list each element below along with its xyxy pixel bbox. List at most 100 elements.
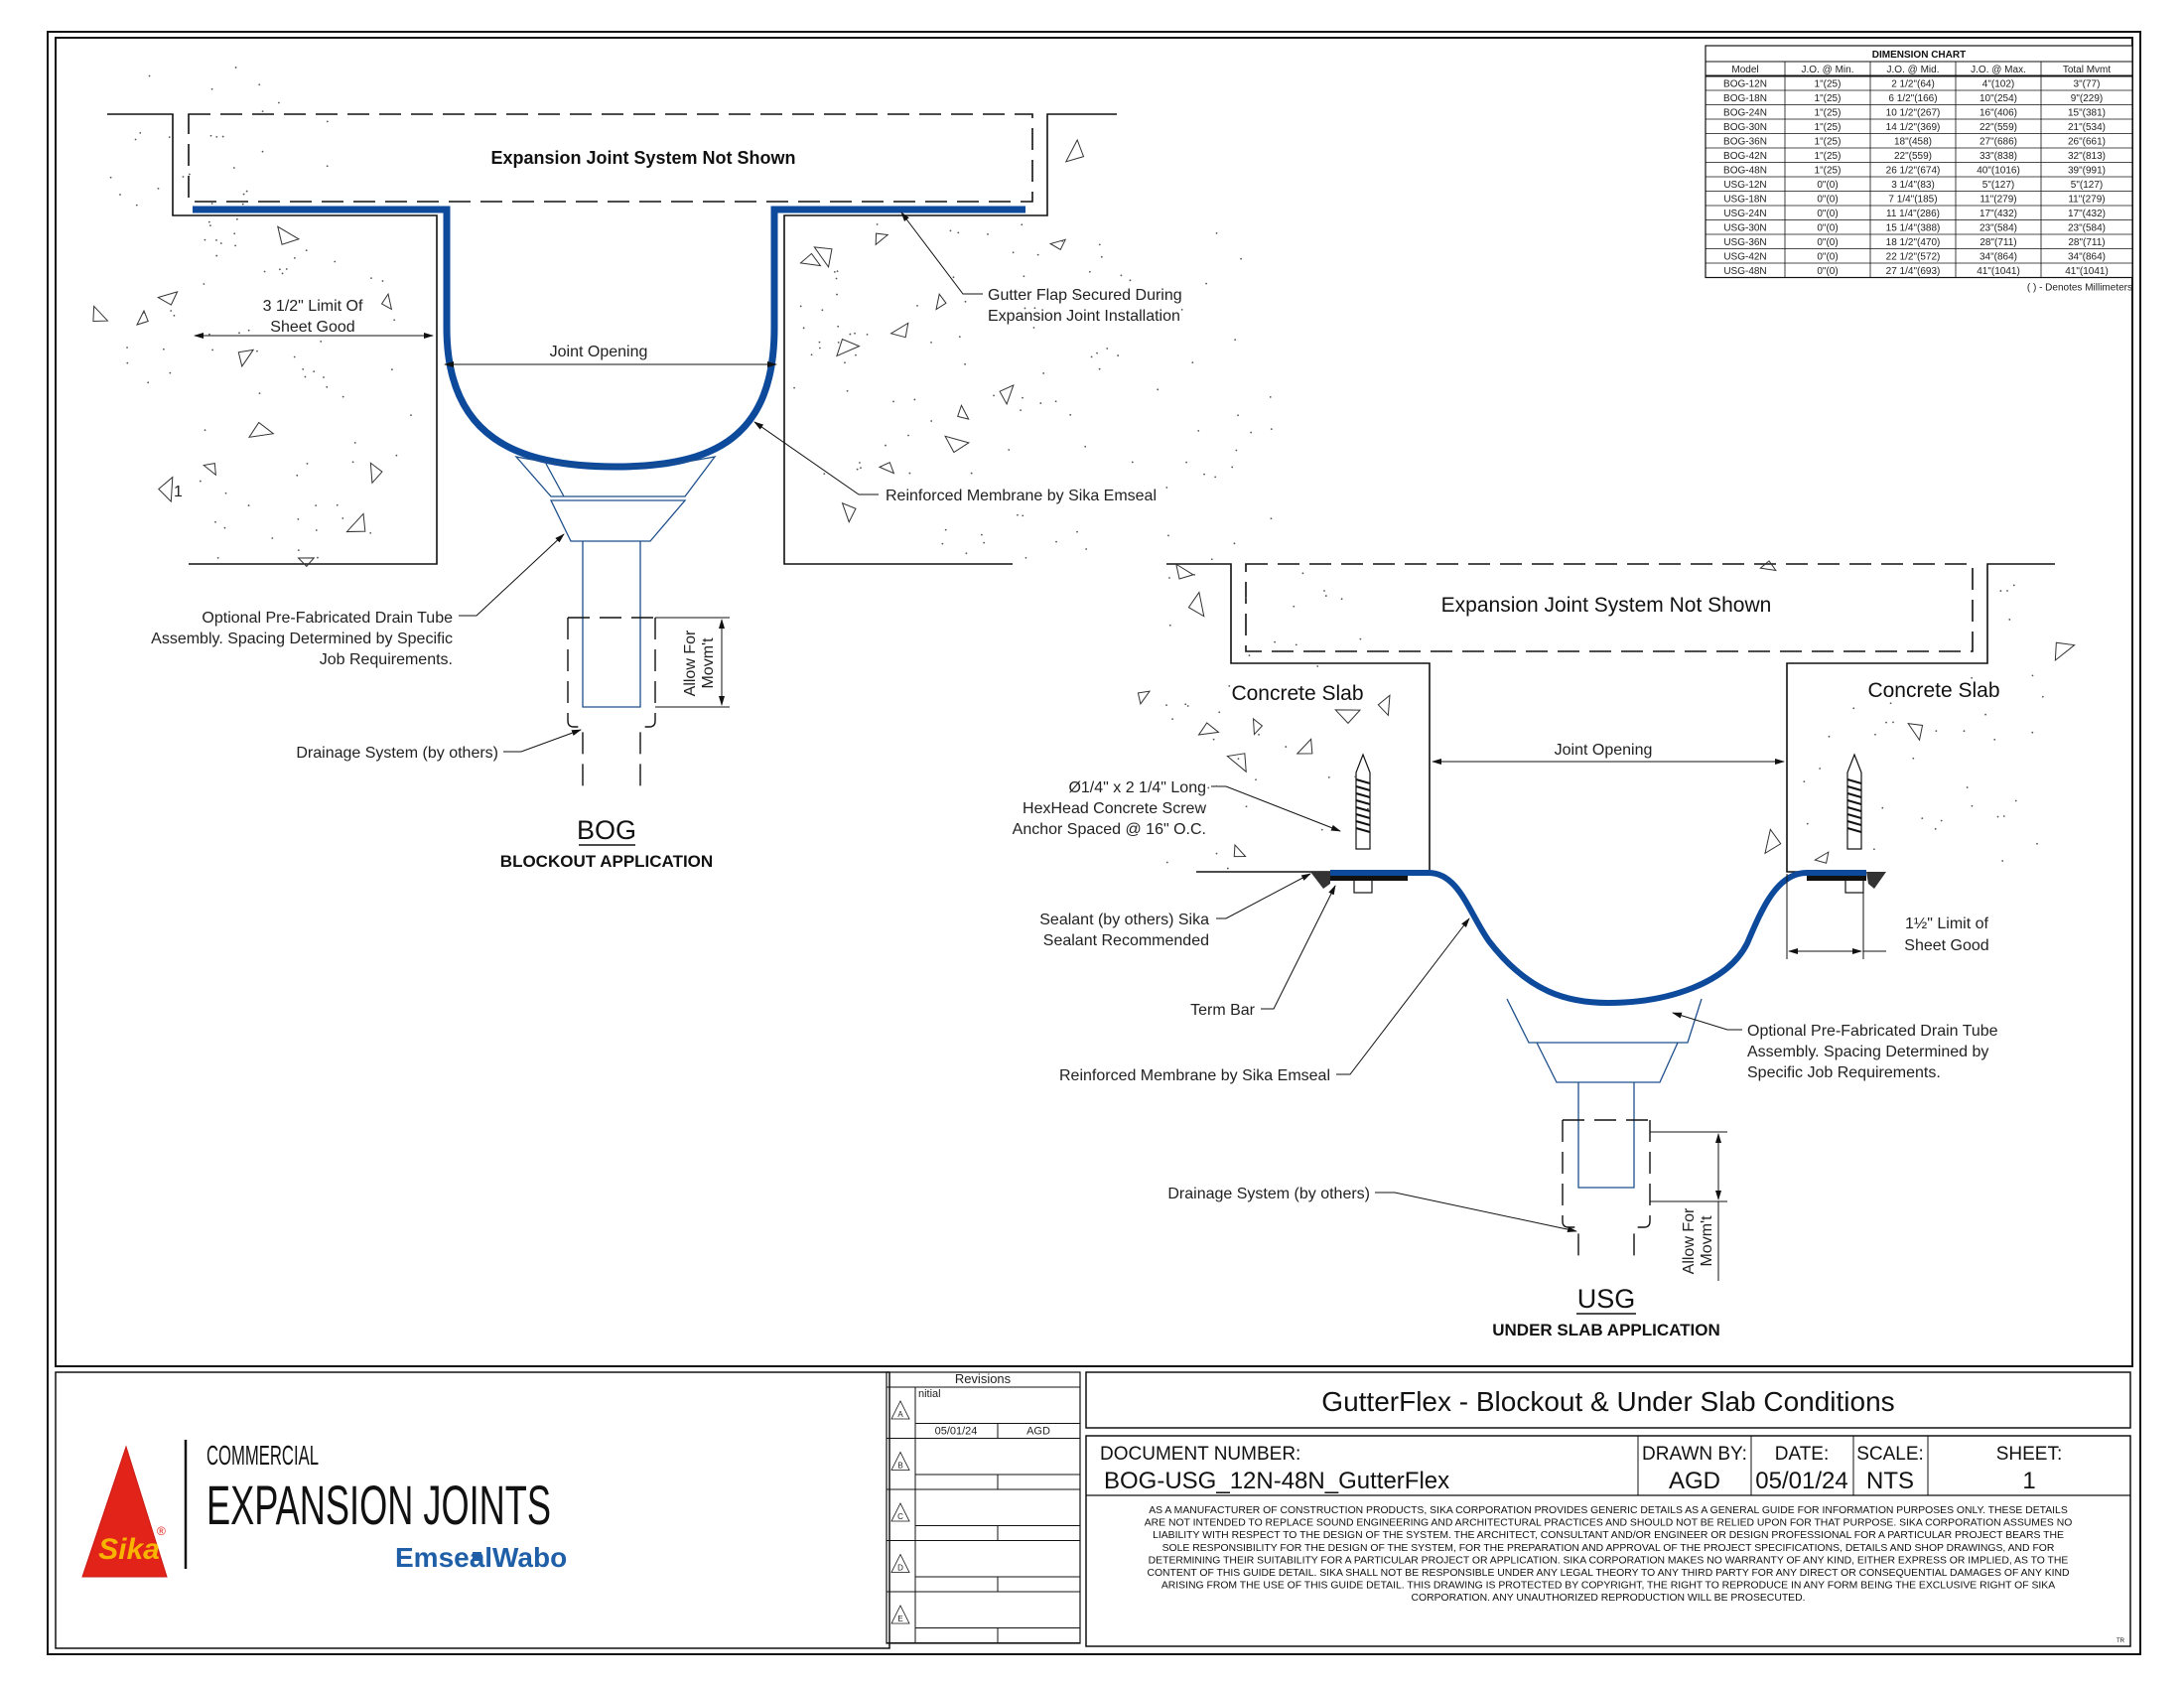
usg-sealant-left [1310,872,1330,889]
dimension-chart-cell: 1"(25) [1815,122,1842,133]
dimension-chart-cell: 18 1/2"(470) [1886,237,1941,248]
dimension-chart-cell: 15"(381) [2068,108,2106,119]
dimension-chart-cell: 1"(25) [1815,166,1842,177]
dimension-chart-cell: USG-36N [1723,237,1766,248]
dimension-chart-footnote: ( ) - Denotes Millimeters [2027,283,2132,294]
dimension-chart-cell: 22"(559) [1979,122,2017,133]
dimension-chart-header: Total Mvmt [2063,65,2112,75]
dimension-chart-cell: BOG-12N [1723,79,1767,90]
dimension-chart-header: Model [1731,65,1758,75]
dimension-chart-cell: 17"(432) [1979,209,2017,219]
usg-joint-opening-label: Joint Opening [1555,742,1653,759]
dimension-chart-cell: 16"(406) [1979,108,2017,119]
dimension-chart-cell: 11"(279) [2068,195,2105,206]
outer-border [47,31,2141,1655]
usg-drain-tube-label-2: Assembly. Spacing Determined by [1747,1044,1988,1060]
disclaimer-text: AS A MANUFACTURER OF CONSTRUCTION PRODUC… [1145,1505,2073,1604]
dimension-chart-cell: 14 1/2"(369) [1886,122,1941,133]
revision-date: 05/01/24 [935,1426,978,1438]
bog-drain-tube-label-1: Optional Pre-Fabricated Drain Tube [202,610,453,627]
bog-membrane-label: Reinforced Membrane by Sika Emseal [886,488,1157,504]
disclaimer-line: AS A MANUFACTURER OF CONSTRUCTION PRODUC… [1149,1505,2068,1516]
usg-limit-label-2: Sheet Good [1904,937,1988,954]
title-block: Sika ® COMMERCIAL EXPANSION JOINTS Emsea… [55,1371,890,1649]
brand-line1: COMMERCIAL [206,1440,319,1471]
dimension-chart-cell: BOG-24N [1723,108,1767,119]
usg-drainage-label: Drainage System (by others) [1167,1186,1370,1202]
revisions-title: Revisions [955,1371,1012,1386]
dimension-chart-cell: 0"(0) [1817,180,1838,191]
usg-slab-left-label: Concrete Slab [1231,682,1363,705]
dimension-chart-cell: USG-42N [1723,252,1766,263]
disclaimer-line: SOLE RESPONSIBILITY FOR THE DESIGN OF TH… [1162,1543,2055,1554]
usg-membrane [1330,870,1866,1007]
drawn-by-value: AGD [1669,1468,1720,1494]
revision-mark: A [897,1410,903,1419]
usg-sealant-leader [1216,873,1311,919]
logo-panel [55,1371,890,1649]
dimension-chart-cell: 1"(25) [1815,137,1842,148]
dimension-chart-cell: USG-12N [1723,180,1766,191]
disclaimer-line: LIABILITY WITH RESPECT TO THE DESIGN OF … [1153,1530,2064,1541]
dimension-chart-cell: 10 1/2"(267) [1886,108,1941,119]
dimension-chart-header: J.O. @ Min. [1802,65,1854,75]
inner-border [55,37,2133,1367]
dimension-chart-cell: 40"(1016) [1977,166,2020,177]
bog-detail: Expansion Joint System Not Shown Allow F… [107,113,1182,871]
dimension-chart-cell: BOG-48N [1723,166,1767,177]
bog-stray-mark: 1 [174,484,183,500]
usg-sealant-label-1: Sealant (by others) Sika [1039,912,1209,928]
dimension-chart-cell: 1"(25) [1815,151,1842,162]
usg-allow-label-2: Movm't [1699,1215,1715,1267]
usg-limit-label-1: 1½" Limit of [1905,915,1988,932]
usg-subtitle: UNDER SLAB APPLICATION [1492,1321,1720,1339]
bog-drainage-sleeve [567,617,656,794]
dimension-chart-cell: 0"(0) [1817,209,1838,219]
bog-drain-tube-leader [459,533,565,617]
usg-membrane-leader [1336,917,1470,1075]
dimension-chart-cell: 33"(838) [1979,151,2017,162]
dimension-chart-cell: 28"(711) [1979,237,2016,248]
dimension-chart-cell: 34"(864) [1979,252,2017,263]
usg-slab-right-label: Concrete Slab [1867,679,1999,702]
usg-screw-label-2: HexHead Concrete Screw [1023,800,1206,817]
dimension-chart-cell: USG-24N [1723,209,1766,219]
dimension-chart-cell: 26 1/2"(674) [1886,166,1941,177]
usg-drain-tube-label-3: Specific Job Requirements. [1747,1064,1941,1081]
bog-limit-label-1: 3 1/2" Limit Of [263,298,363,315]
brand-separator-square [473,1552,481,1561]
usg-title: USG [1577,1284,1636,1314]
bog-allow-label-1: Allow For [682,630,699,696]
dimension-chart-cell: 11"(279) [1979,195,2016,206]
bog-drain-lower-funnel [549,499,687,542]
dimension-chart-cell: USG-18N [1723,195,1766,206]
dimension-chart-cell: BOG-36N [1723,137,1767,148]
dimension-chart-cell: 0"(0) [1817,237,1838,248]
dimension-chart-header: J.O. @ Max. [1971,65,2026,75]
dimension-chart-cell: 32"(813) [2068,151,2106,162]
dimension-chart-cell: 23"(584) [2068,223,2106,234]
bog-joint-opening-label: Joint Opening [550,344,648,360]
dimension-chart-cell: 27"(686) [1979,137,2017,148]
dimension-chart-cell: 21"(534) [2068,122,2106,133]
dimension-chart-cell: 10"(254) [1979,93,2017,104]
sheet-label: SHEET: [1996,1444,2063,1465]
dimension-chart-cell: 17"(432) [2068,209,2106,219]
usg-membrane-label: Reinforced Membrane by Sika Emseal [1059,1067,1330,1084]
bog-subtitle: BLOCKOUT APPLICATION [500,852,713,871]
bog-system-box-label: Expansion Joint System Not Shown [490,148,795,168]
bog-drain-tube-label-3: Job Requirements. [320,651,453,668]
usg-drainage-leader [1375,1192,1577,1233]
dimension-chart-cell: 3 1/4"(83) [1891,180,1935,191]
revision-mark-icon [890,1400,910,1420]
dimension-chart-cell: 0"(0) [1817,252,1838,263]
usg-sealant-label-2: Sealant Recommended [1043,932,1209,949]
dimension-chart-cell: BOG-30N [1723,122,1767,133]
sheet-value: 1 [2022,1468,2035,1494]
dimension-chart-cell: BOG-42N [1723,151,1767,162]
usg-term-bar-leader [1261,885,1336,1010]
dimension-chart-cell: 1"(25) [1815,108,1842,119]
bog-gutter-flap-leader [900,211,983,295]
